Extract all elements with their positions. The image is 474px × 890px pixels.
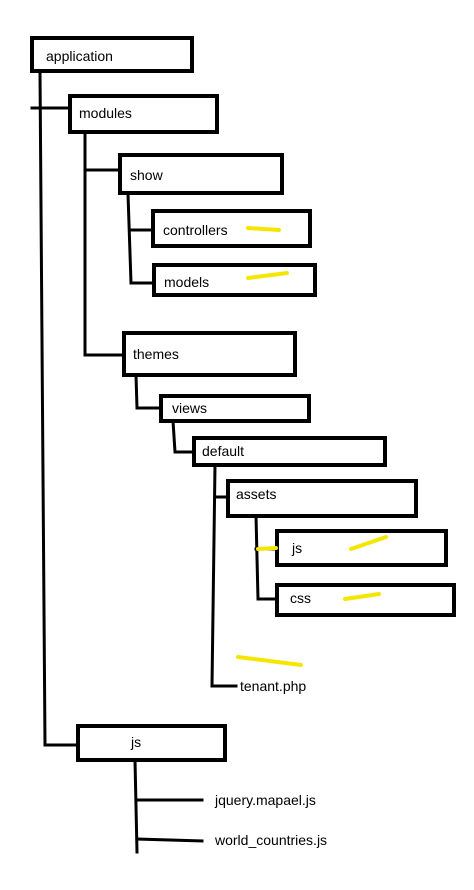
connector-js-trunk [133, 758, 139, 854]
node-root-js-label: js [130, 734, 141, 750]
node-views-label: views [172, 400, 207, 416]
node-themes: themes [122, 331, 297, 377]
node-jquery-mapael: jquery.mapael.js [214, 792, 316, 808]
node-show: show [118, 153, 284, 195]
node-world-countries-label: world_countries.js [214, 832, 327, 848]
highlight-mark-assets-js-right [349, 535, 388, 551]
node-show-label: show [130, 167, 164, 183]
highlight-mark-assets-js-left [256, 546, 278, 551]
highlight-mark-assets-css [343, 592, 381, 601]
node-default: default [192, 436, 387, 467]
node-assets-js: js [275, 529, 448, 567]
node-jquery-mapael-label: jquery.mapael.js [214, 792, 316, 808]
node-tenant-php: tenant.php [240, 678, 306, 694]
node-default-label: default [202, 443, 244, 459]
node-assets-js-label: js [291, 540, 302, 556]
node-modules: modules [68, 94, 219, 134]
node-root-js: js [76, 724, 227, 762]
node-views: views [159, 394, 311, 423]
connector-assets-trunk [254, 514, 279, 601]
highlight-mark-models [246, 271, 289, 280]
connector-default-trunk [210, 463, 238, 688]
node-themes-label: themes [133, 346, 179, 362]
connector-modules-trunk [83, 130, 126, 357]
node-application-label: application [46, 48, 113, 64]
node-assets-css: css [275, 583, 456, 617]
node-modules-label: modules [79, 105, 132, 121]
node-models-label: models [164, 274, 209, 290]
highlight-mark-tenant [236, 655, 303, 667]
node-world-countries: world_countries.js [214, 832, 327, 848]
node-application: application [30, 36, 194, 73]
connector-themes-views [134, 373, 163, 410]
connector-show-trunk [126, 192, 156, 285]
highlight-mark-controllers [246, 226, 281, 232]
node-controllers-label: controllers [163, 222, 228, 238]
node-assets-label: assets [236, 486, 276, 502]
node-models: models [152, 263, 317, 297]
highlight-marks [236, 226, 388, 667]
node-assets-css-label: css [290, 590, 311, 606]
node-tenant-php-label: tenant.php [240, 678, 306, 694]
node-assets: assets [226, 479, 418, 518]
connector-views-default [171, 419, 196, 454]
connector-application-trunk [38, 70, 80, 747]
node-controllers: controllers [151, 209, 312, 248]
connector-js-world [135, 837, 204, 843]
